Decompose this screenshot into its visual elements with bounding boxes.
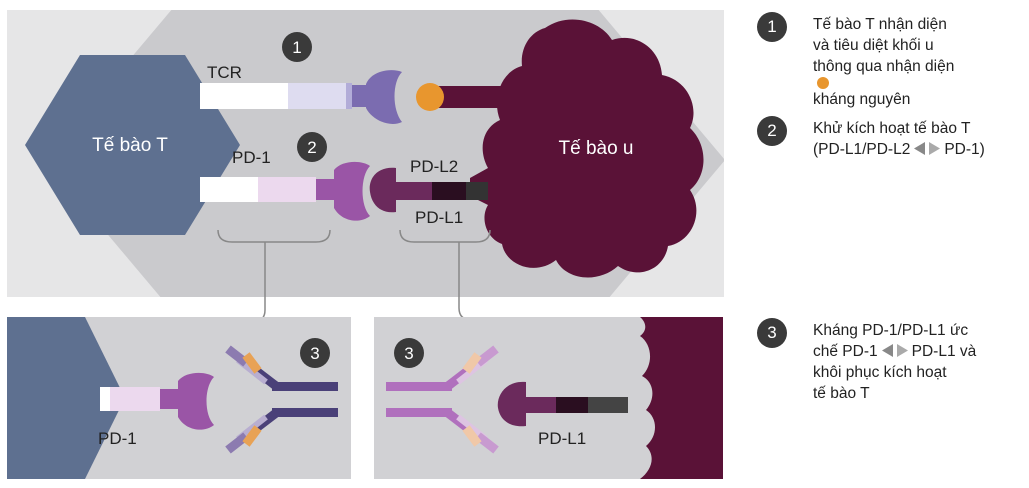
bracket-pd1 <box>217 229 331 243</box>
anti-pd1-antibody <box>225 345 338 454</box>
antigen-dot-icon <box>817 77 829 89</box>
tcr-label: TCR <box>207 63 242 82</box>
tumor-cell-label: Tế bào u <box>559 138 634 159</box>
bottom-right-pdl1-label: PD-L1 <box>538 429 586 448</box>
svg-text:1: 1 <box>292 38 301 57</box>
t-cell-hexagon <box>25 55 240 235</box>
antigen-dot <box>416 83 444 111</box>
pd1-label: PD-1 <box>232 148 271 167</box>
pd-ligand <box>369 167 488 213</box>
badge-3-right: 3 <box>394 338 424 368</box>
top-panel: Tế bào T TCR PD-1 Tế bào u <box>7 10 724 297</box>
tumor-cell <box>470 19 704 278</box>
legend-number-3: 3 <box>757 318 787 348</box>
svg-text:3: 3 <box>404 344 413 363</box>
bracket-pdl1 <box>399 229 491 243</box>
bidirectional-arrow-icon <box>914 142 941 155</box>
immune-checkpoint-diagram: Tế bào T TCR PD-1 Tế bào u <box>7 10 724 479</box>
badge-2: 2 <box>297 132 327 162</box>
pdl2-label: PD-L2 <box>410 157 458 176</box>
legend-text-1: Tế bào T nhận diện và tiêu diệt khối u t… <box>813 16 955 108</box>
tumor-cell-fragment <box>640 317 723 479</box>
legend-number-2: 2 <box>757 116 787 146</box>
legend-number-1: 1 <box>757 12 787 42</box>
svg-text:3: 3 <box>310 344 319 363</box>
badge-1: 1 <box>282 32 312 62</box>
bottom-left-panel: PD-1 3 <box>7 317 351 479</box>
tcr-receptor <box>200 70 402 125</box>
bottom-left-pd1-label: PD-1 <box>98 429 137 448</box>
svg-text:2: 2 <box>307 138 316 157</box>
bottom-right-panel: PD-L1 3 <box>374 317 723 479</box>
antigen-presentation <box>416 83 512 111</box>
pd1-receptor <box>200 161 370 221</box>
badge-3-left: 3 <box>300 338 330 368</box>
t-cell-fragment <box>7 317 125 479</box>
anti-pdl1-antibody <box>386 345 499 454</box>
pdl1-label: PD-L1 <box>415 208 463 227</box>
t-cell-label: Tế bào T <box>92 135 168 156</box>
bidirectional-arrow-icon <box>881 344 908 357</box>
